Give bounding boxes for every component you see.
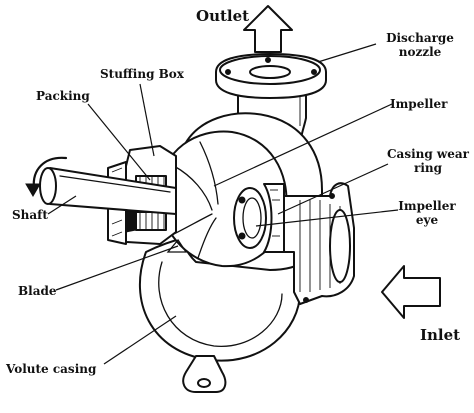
casing-wear-ring-label-line2: ring <box>414 161 442 175</box>
leader-stuffing-box <box>139 83 155 157</box>
leader-packing <box>87 103 151 181</box>
leader-impeller <box>213 103 393 187</box>
impeller-label: Impeller <box>390 97 448 111</box>
impeller-blade-1 <box>173 165 213 211</box>
impeller-blade-4 <box>197 217 217 259</box>
impeller-eye-label: Impeller eye <box>396 199 458 227</box>
discharge-nozzle-label-line1: Discharge <box>386 31 454 45</box>
stuffing-box-label: Stuffing Box <box>100 67 184 81</box>
leader-shaft <box>47 195 77 215</box>
inlet-label: Inlet <box>420 326 461 344</box>
pump-foot <box>182 355 227 393</box>
volute-casing-label: Volute casing <box>6 362 97 376</box>
leader-discharge-nozzle <box>317 43 377 63</box>
impeller-blade-2 <box>199 141 219 205</box>
blade-label: Blade <box>18 284 57 298</box>
leader-casing-wear-ring <box>277 163 389 215</box>
outlet-label: Outlet <box>196 7 250 25</box>
casing-wear-ring-label: Casing wear ring <box>384 147 472 175</box>
casing-wear-ring <box>263 183 285 253</box>
casing-wear-ring-label-line1: Casing wear <box>387 147 469 161</box>
shaft-label: Shaft <box>12 208 48 222</box>
leader-blade <box>55 245 179 291</box>
outlet-arrow <box>243 5 293 53</box>
impeller-eye-label-line2: eye <box>415 213 439 227</box>
leader-volute-casing <box>103 315 177 365</box>
packing-label: Packing <box>36 89 90 103</box>
discharge-nozzle-label: Discharge nozzle <box>380 31 460 59</box>
impeller-eye-label-line1: Impeller <box>398 199 456 213</box>
leader-impeller-eye <box>255 209 399 227</box>
inlet-arrow <box>381 265 441 319</box>
discharge-nozzle-label-line2: nozzle <box>398 45 442 59</box>
